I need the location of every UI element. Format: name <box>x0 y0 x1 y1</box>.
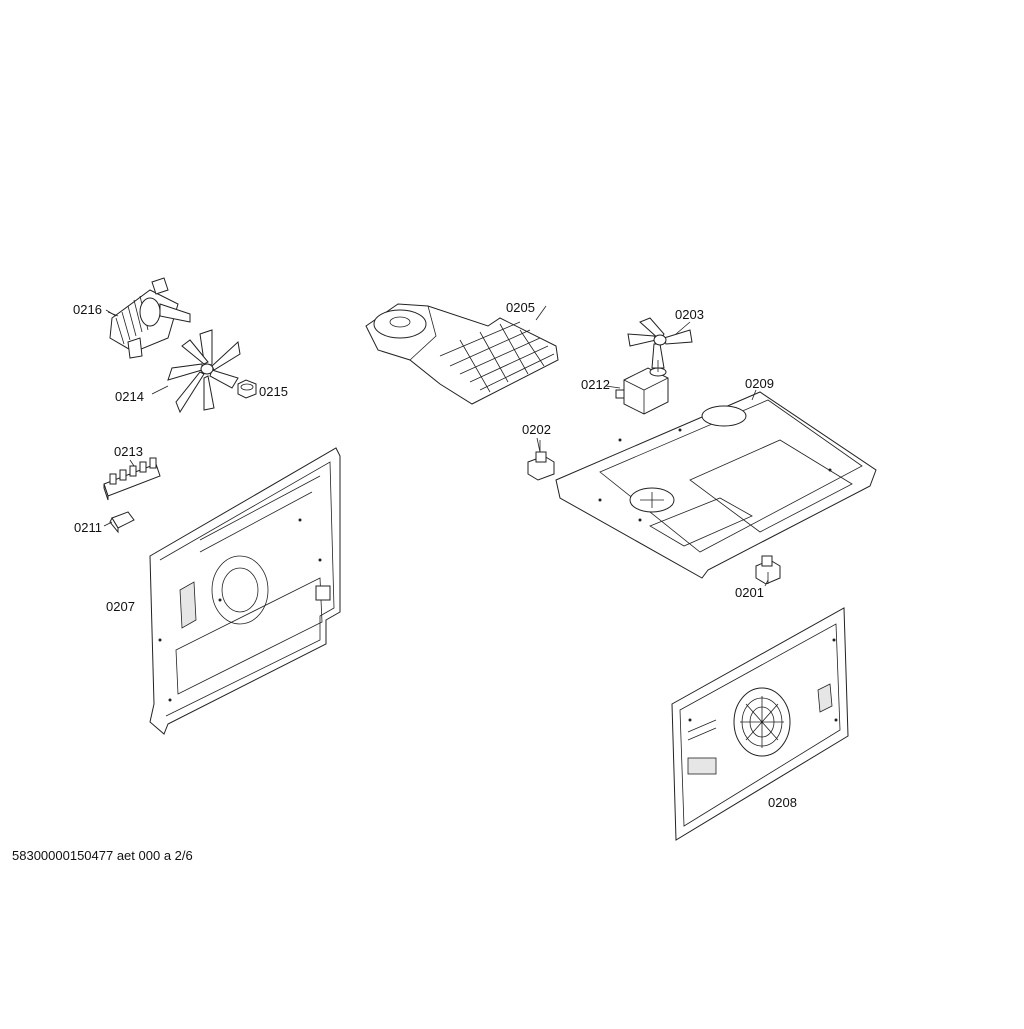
air-duct-drawing <box>365 303 559 405</box>
front-panel-drawing <box>671 607 849 841</box>
document-reference: 58300000150477 aet 000 a 2/6 <box>12 848 193 863</box>
part-label-0209: 0209 <box>745 376 774 391</box>
part-label-0201: 0201 <box>735 585 764 600</box>
part-label-0211: 0211 <box>74 520 102 535</box>
part-label-0202: 0202 <box>522 422 551 437</box>
part-label-0205: 0205 <box>506 300 535 315</box>
part-label-0208: 0208 <box>768 795 797 810</box>
part-label-0215: 0215 <box>259 384 288 399</box>
thermostat-left-drawing <box>527 440 555 481</box>
part-label-0203: 0203 <box>675 307 704 322</box>
cooling-motor-drawing <box>615 360 669 415</box>
leader-lines <box>103 305 769 587</box>
cooling-fan-drawing <box>627 317 693 369</box>
fan-motor-drawing <box>107 277 191 359</box>
part-label-0207: 0207 <box>106 599 135 614</box>
part-label-0213: 0213 <box>114 444 143 459</box>
part-label-0212: 0212 <box>581 377 610 392</box>
rear-panel-drawing <box>149 447 341 735</box>
thermostat-right-drawing <box>755 555 781 585</box>
fan-blade-drawing <box>151 329 241 414</box>
clip-drawing <box>109 511 135 534</box>
top-cover-drawing <box>555 391 877 579</box>
part-label-0216: 0216 <box>73 302 102 317</box>
part-label-0214: 0214 <box>115 389 144 404</box>
terminal-block-drawing <box>103 457 161 501</box>
nut-drawing <box>237 379 257 399</box>
